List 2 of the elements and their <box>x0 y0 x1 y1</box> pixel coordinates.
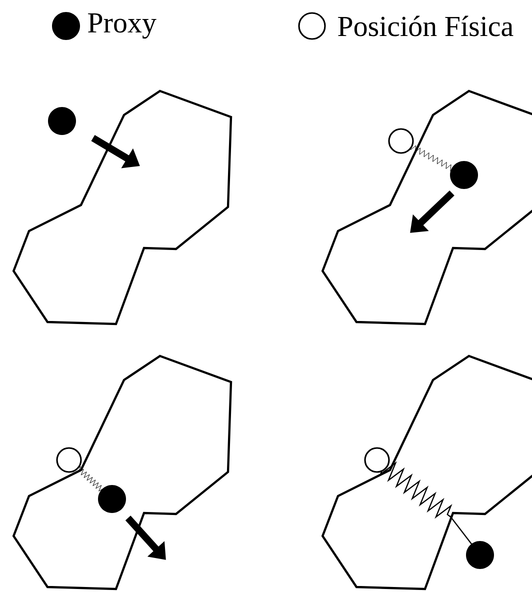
legend-label: Posición Física <box>338 16 514 36</box>
legend-label: Proxy <box>88 13 156 39</box>
